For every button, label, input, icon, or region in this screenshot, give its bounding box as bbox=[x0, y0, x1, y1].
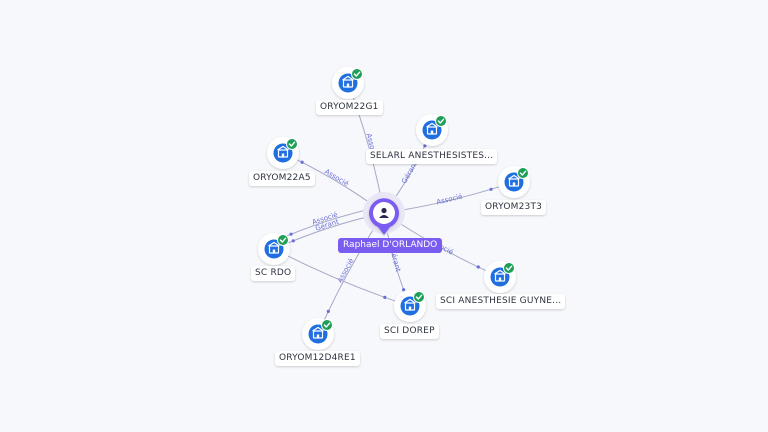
check-icon bbox=[517, 167, 529, 179]
edge-arrow bbox=[402, 288, 406, 292]
edge-arrow bbox=[383, 295, 387, 299]
company-label-scidorep[interactable]: SCI DOREP bbox=[380, 324, 439, 339]
check-icon bbox=[413, 291, 425, 303]
company-node[interactable] bbox=[302, 318, 334, 350]
check-icon bbox=[351, 68, 363, 80]
company-label-selarl[interactable]: SELARL ANESTHESISTES... bbox=[366, 149, 498, 164]
company-node[interactable] bbox=[498, 166, 530, 198]
building-icon bbox=[268, 241, 280, 254]
edge-label: Associé bbox=[323, 168, 350, 188]
company-node[interactable] bbox=[267, 137, 299, 169]
edge-arrow bbox=[289, 232, 293, 236]
company-label-scrdo[interactable]: SC RDO bbox=[251, 266, 296, 281]
nodes-layer bbox=[258, 67, 530, 350]
edge-arrow bbox=[489, 187, 493, 191]
edge-label: Associé bbox=[436, 192, 464, 206]
company-label-oryom22g1[interactable]: ORYOM22G1 bbox=[316, 100, 383, 115]
company-label-sciguyne[interactable]: SCI ANESTHESIE GUYNE... bbox=[436, 294, 566, 309]
check-icon bbox=[503, 262, 515, 274]
company-node[interactable] bbox=[416, 114, 448, 146]
company-node-circle bbox=[504, 172, 524, 192]
company-label-oryom22a5[interactable]: ORYOM22A5 bbox=[249, 171, 315, 186]
company-node-circle bbox=[400, 296, 420, 316]
company-node-circle bbox=[490, 267, 510, 287]
company-node[interactable] bbox=[332, 67, 364, 99]
building-icon bbox=[426, 122, 438, 135]
check-icon bbox=[321, 319, 333, 331]
edge-arrow bbox=[476, 265, 480, 269]
building-icon bbox=[312, 326, 324, 339]
center-node-label[interactable]: Raphael D'ORLANDO bbox=[338, 238, 443, 253]
edge-arrow bbox=[326, 309, 330, 313]
company-node-circle bbox=[308, 324, 328, 344]
building-icon bbox=[508, 174, 520, 187]
edge-label: Associé bbox=[336, 257, 356, 284]
check-icon bbox=[277, 234, 289, 246]
edge-arrow bbox=[291, 239, 295, 243]
company-label-oryom12d4re1[interactable]: ORYOM12D4RE1 bbox=[275, 351, 360, 366]
company-node-circle bbox=[264, 239, 284, 259]
building-icon bbox=[277, 145, 289, 158]
building-icon bbox=[404, 298, 416, 311]
company-node[interactable] bbox=[484, 261, 516, 293]
edge-arrow bbox=[423, 144, 427, 148]
check-icon bbox=[435, 115, 447, 127]
edge-line[interactable] bbox=[273, 248, 411, 307]
company-node-circle bbox=[273, 143, 293, 163]
person-icon bbox=[379, 207, 389, 218]
check-icon bbox=[286, 138, 298, 150]
company-node-circle bbox=[338, 73, 358, 93]
building-icon bbox=[342, 75, 354, 88]
building-icon bbox=[494, 269, 506, 282]
company-label-oryom23t3[interactable]: ORYOM23T3 bbox=[481, 200, 547, 215]
company-node-circle bbox=[422, 120, 442, 140]
edge-arrow bbox=[300, 160, 304, 164]
company-node[interactable] bbox=[394, 290, 426, 322]
company-node[interactable] bbox=[258, 233, 290, 265]
